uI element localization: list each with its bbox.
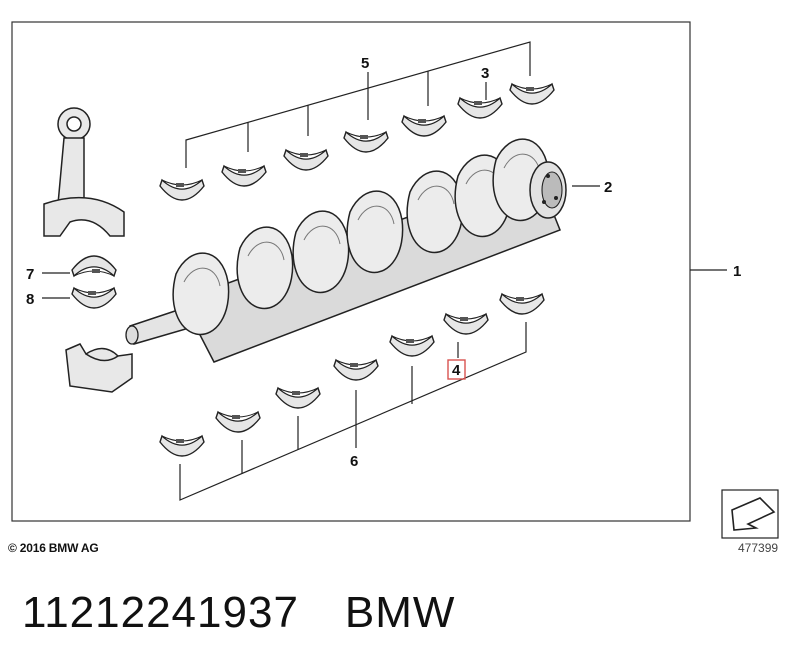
bracket-upper-bearings bbox=[185, 41, 531, 168]
callout-8: 8 bbox=[26, 291, 34, 308]
diagram-border bbox=[11, 21, 691, 522]
rod-cap bbox=[65, 343, 133, 393]
diagram-reference-number: 477399 bbox=[738, 541, 779, 555]
part-number: 11212241937 bbox=[22, 588, 299, 637]
crankshaft bbox=[125, 138, 567, 363]
crankshaft-exploded-diagram: 1 5 3 7 8 bbox=[11, 21, 779, 539]
brand-name: BMW bbox=[344, 588, 456, 637]
callout-1: 1 bbox=[733, 263, 741, 280]
callout-2: 2 bbox=[604, 179, 612, 196]
reference-arrow-icon bbox=[721, 489, 779, 539]
rod-bearing-shells bbox=[71, 255, 117, 309]
copyright-text: © 2016 BMW AG bbox=[8, 541, 99, 555]
callout-4[interactable]: 4 bbox=[452, 362, 461, 379]
connecting-rod bbox=[43, 107, 125, 237]
callout-6: 6 bbox=[350, 453, 358, 470]
part-info: 11212241937 BMW bbox=[22, 588, 455, 638]
callout-3: 3 bbox=[481, 65, 489, 82]
callout-7: 7 bbox=[26, 266, 34, 283]
callout-4-highlight[interactable] bbox=[447, 359, 466, 380]
callout-5: 5 bbox=[361, 55, 369, 72]
bracket-lower-bearings bbox=[179, 322, 527, 501]
